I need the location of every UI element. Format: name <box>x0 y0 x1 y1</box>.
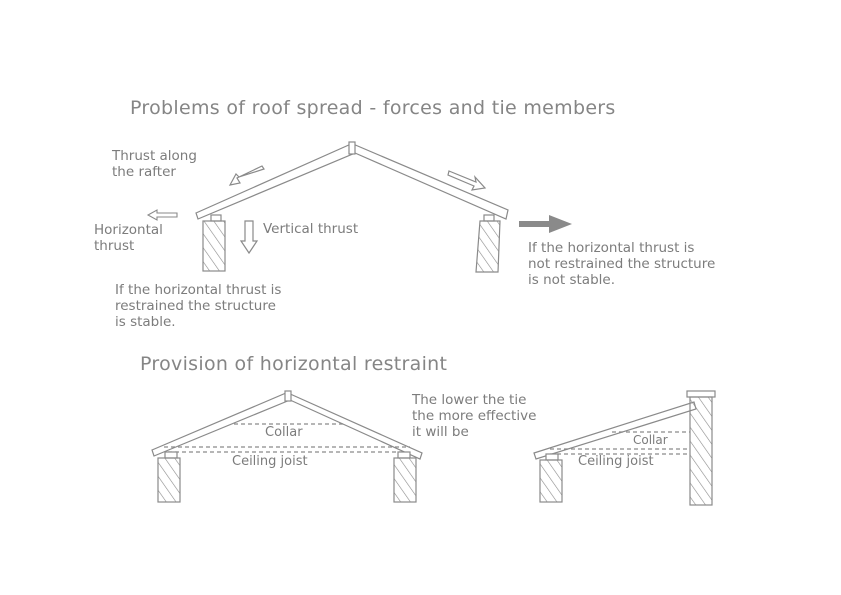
bottom-left-roof <box>151 390 423 503</box>
ridge-board <box>348 141 356 155</box>
arrow-horizontal-thrust <box>146 209 178 221</box>
arrow-thrust-left <box>228 165 265 186</box>
left-rafter <box>195 143 356 220</box>
label-thrust-rafter: Thrust along the rafter <box>112 148 197 181</box>
label-vertical-thrust: Vertical thrust <box>263 221 359 237</box>
label-collar-right: Collar <box>633 433 668 447</box>
right-rafter <box>352 142 509 220</box>
section2-title: Provision of horizontal restraint <box>140 353 448 375</box>
right-wall-top <box>475 214 501 273</box>
label-ceiling-joist-left: Ceiling joist <box>232 454 308 469</box>
arrow-solid-unstable <box>519 215 572 233</box>
top-roof <box>195 141 509 220</box>
section1-title: Problems of roof spread - forces and tie… <box>130 97 616 119</box>
arrow-thrust-right <box>447 170 487 191</box>
label-ceiling-joist-right: Ceiling joist <box>578 454 654 469</box>
arrow-vertical-thrust <box>239 220 259 255</box>
left-wall-top <box>202 214 226 272</box>
note-lower-tie: The lower the tie the more effective it … <box>412 392 537 441</box>
label-horizontal-thrust: Horizontal thrust <box>94 222 163 255</box>
bottom-right-roof <box>533 390 716 506</box>
note-stable: If the horizontal thrust is restrained t… <box>115 282 282 331</box>
note-unstable: If the horizontal thrust is not restrain… <box>528 240 716 289</box>
label-collar-left: Collar <box>265 425 303 440</box>
